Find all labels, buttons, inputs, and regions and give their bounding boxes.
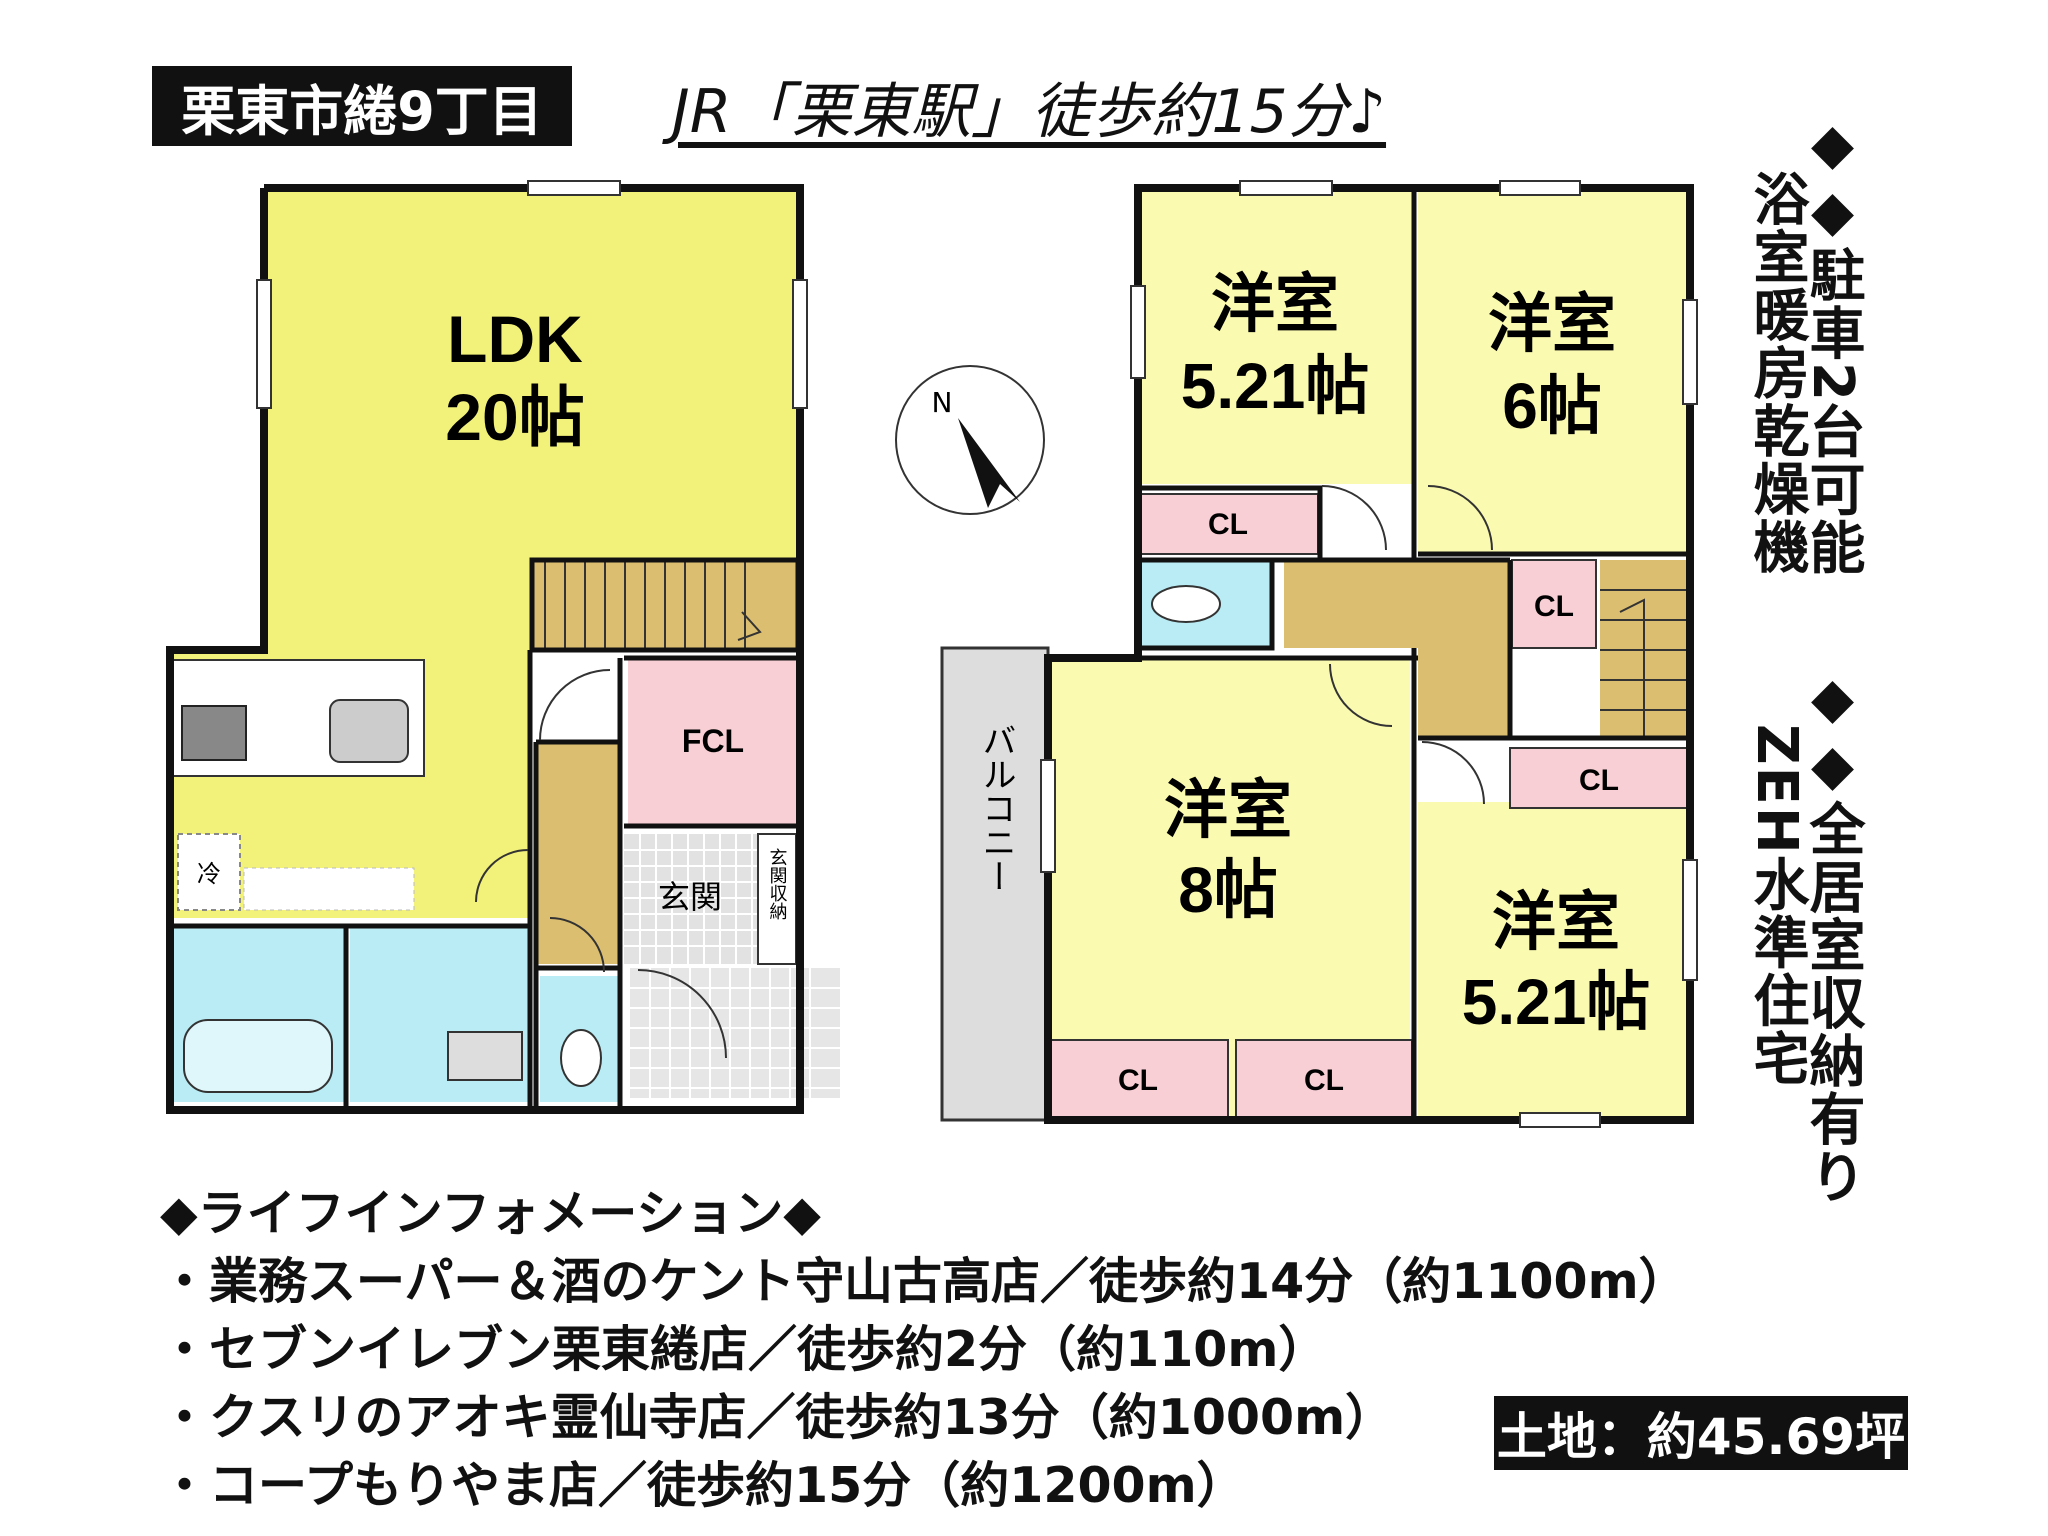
bathtub-icon [183,1019,333,1093]
life-info-item: ・セブンイレブン栗東綣店／徒歩約2分（約110m） [160,1321,1328,1378]
closet-room-d [1509,747,1689,809]
land-area-badge: 土地：約45.69坪 [1494,1396,1908,1470]
closet-d-label: CL [1579,764,1619,797]
feature-storage: ◆◆全居室収納有り [1800,666,1865,1206]
entrance-storage [757,833,797,965]
toilet-icon [560,1029,602,1087]
ldk-size: 20帖 [445,380,584,454]
stove-icon [181,705,247,761]
closet-hall [1511,559,1597,649]
life-info-item: ・コープもりやま店／徒歩約15分（約1200m） [160,1457,1246,1514]
feature-zeh: ZEH水準住宅 [1744,724,1809,1088]
station-caption: JR「栗東駅」徒歩約15分♪ [672,77,1387,147]
fridge-space [177,833,241,911]
room-b-size: 6帖 [1502,370,1602,442]
second-floor: バルコニー CL CL CL CL CL [940,180,1698,1128]
hall-first-floor [536,742,618,964]
land-area-text: 土地：約45.69坪 [1496,1408,1906,1466]
room-a-name: 洋室 [1211,268,1339,342]
life-info-item: ・クスリのアオキ霊仙寺店／徒歩約13分（約1000m） [160,1389,1395,1446]
compass: N [895,365,1045,515]
ldk-area [264,188,800,650]
entrance-storage-label: 玄関収納 [767,848,788,920]
closet-room-c-1 [1047,1039,1229,1121]
compass-north-label: N [932,386,953,419]
room-b [1418,188,1688,554]
room-a [1138,188,1412,484]
feature-bath-dryer: 浴室暖房乾燥機 [1744,170,1809,576]
closet-a-label: CL [1208,508,1248,541]
feature-parking: ◆◆駐車2台可能 [1800,112,1865,577]
address-badge: 栗東市綣9丁目 [152,66,572,146]
address-text: 栗東市綣9丁目 [181,79,543,143]
room-c-name: 洋室 [1164,774,1292,848]
room-d-size: 5.21帖 [1462,966,1651,1038]
sink-icon [329,699,409,763]
room-c-size: 8帖 [1178,854,1278,926]
toilet-2f-icon [1151,585,1221,623]
closet-c2-label: CL [1304,1064,1344,1097]
fcl-closet [628,658,798,826]
entrance-label: 玄関 [658,878,722,916]
wash-basin-icon [447,1031,523,1081]
feature-column-1b: 浴室暖房乾燥機 [1744,170,1809,576]
closet-c1-label: CL [1118,1064,1158,1097]
balcony-label: バルコニー [976,723,1016,893]
stairs-first-floor [529,557,801,653]
life-info-item: ・業務スーパー＆酒のケント守山古高店／徒歩約14分（約1100m） [160,1253,1688,1310]
feature-column-2: ◆◆全居室収納有り [1800,666,1865,1206]
room-d [1418,802,1688,1120]
balcony [940,646,1050,1122]
room-d-name: 洋室 [1492,886,1620,960]
closet-room-c-2 [1235,1039,1413,1121]
feature-column-2b: ZEH水準住宅 [1744,724,1809,1088]
first-floor: 冷 LDK 20帖 FCL 玄関 玄関収納 [166,180,840,1114]
feature-column-1: ◆◆駐車2台可能 [1800,112,1865,672]
life-information: ◆ライフインフォメーション◆ ・業務スーパー＆酒のケント守山古高店／徒歩約14分… [160,1180,1860,1520]
porch [630,968,840,1098]
life-info-heading: ◆ライフインフォメーション◆ [160,1185,821,1242]
hall-second-floor [1284,560,1510,738]
closet-hall-label: CL [1534,590,1574,623]
cupboard [243,867,415,911]
room-a-size: 5.21帖 [1181,350,1370,422]
room-b-name: 洋室 [1488,288,1616,362]
fridge-label: 冷 [197,860,221,888]
ldk-label: LDK [447,302,583,376]
fcl-label: FCL [682,723,744,759]
stairs-second-floor [1600,560,1688,738]
